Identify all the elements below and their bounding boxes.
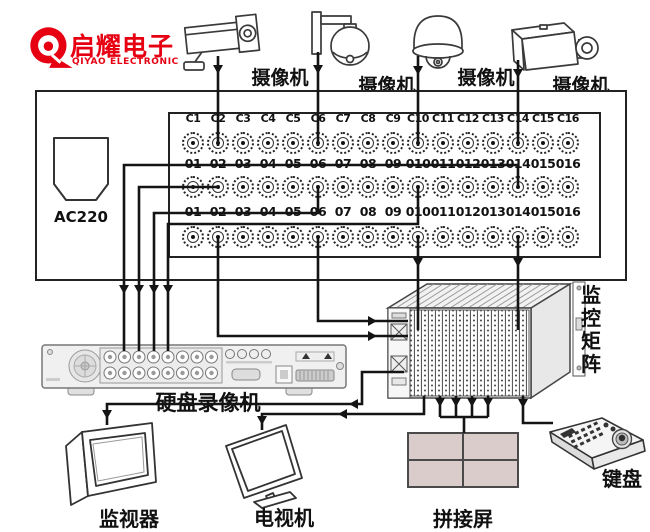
video-wall-cell xyxy=(409,434,462,459)
box-camera-icon xyxy=(511,22,599,71)
matrix-left-port-1 xyxy=(390,323,408,341)
bnc-c-row-C7 xyxy=(332,132,354,154)
bnc-out-row-1-013 xyxy=(482,176,504,198)
bnc-c-row-C14 xyxy=(507,132,529,154)
port-label-c-row-C7: C7 xyxy=(335,112,351,125)
video-wall xyxy=(407,432,519,488)
bnc-out-row-2-014 xyxy=(507,226,529,248)
bnc-c-row-C13 xyxy=(482,132,504,154)
video-wall-cell xyxy=(464,461,517,486)
port-label-out-row-2-015: 015 xyxy=(530,204,556,219)
port-label-c-row-C3: C3 xyxy=(235,112,251,125)
port-label-c-row-C13: C13 xyxy=(482,112,504,125)
bnc-out-row-2-02 xyxy=(207,226,229,248)
video-wall-label: 拼接屏 xyxy=(433,507,493,531)
bnc-out-row-1-012 xyxy=(457,176,479,198)
bnc-out-row-2-06 xyxy=(307,226,329,248)
keyboard-buttons xyxy=(568,421,604,449)
camera-label-1: 摄像机 xyxy=(251,67,309,89)
port-label-out-row-2-016: 016 xyxy=(555,204,581,219)
bnc-out-row-1-016 xyxy=(557,176,579,198)
bnc-out-row-2-015 xyxy=(532,226,554,248)
tv-label: 电视机 xyxy=(254,506,314,530)
video-wall-cell xyxy=(409,461,462,486)
bnc-c-row-C16 xyxy=(557,132,579,154)
bnc-c-row-C4 xyxy=(257,132,279,154)
bnc-c-row-C8 xyxy=(357,132,379,154)
matrix-vent xyxy=(391,312,407,319)
matrix-illustration xyxy=(385,281,586,400)
bnc-c-row-C10 xyxy=(407,132,429,154)
bnc-out-row-1-09 xyxy=(382,176,404,198)
port-label-c-row-C8: C8 xyxy=(360,112,376,125)
bnc-out-row-1-07 xyxy=(332,176,354,198)
vga-port xyxy=(231,368,261,381)
dome-camera-icon xyxy=(311,11,370,66)
bnc-c-row-C15 xyxy=(532,132,554,154)
joystick xyxy=(611,428,633,450)
port-label-c-row-C9: C9 xyxy=(385,112,401,125)
port-label-out-row-1-016: 016 xyxy=(555,156,581,171)
bnc-out-row-2-05 xyxy=(282,226,304,248)
bnc-c-row-C3 xyxy=(232,132,254,154)
bnc-out-row-2-016 xyxy=(557,226,579,248)
port-label-c-row-C1: C1 xyxy=(185,112,201,125)
bnc-out-row-2-08 xyxy=(357,226,379,248)
bnc-out-row-1-011 xyxy=(432,176,454,198)
bnc-out-row-1-08 xyxy=(357,176,379,198)
logo-subtitle: QIYAO ELECTRONIC xyxy=(72,57,179,67)
bnc-c-row-C12 xyxy=(457,132,479,154)
video-wall-cell xyxy=(464,434,517,459)
port-label-c-row-C15: C15 xyxy=(532,112,554,125)
bnc-out-row-1-02 xyxy=(207,176,229,198)
port-label-c-row-C5: C5 xyxy=(285,112,301,125)
port-label-out-row-1-015: 015 xyxy=(530,156,556,171)
bnc-out-row-2-07 xyxy=(332,226,354,248)
bnc-out-row-2-011 xyxy=(432,226,454,248)
bnc-out-row-1-014 xyxy=(507,176,529,198)
bnc-out-row-1-03 xyxy=(232,176,254,198)
dvr-label: 硬盘录像机 xyxy=(155,391,261,415)
tv-icon xyxy=(225,424,303,509)
bnc-out-row-1-01 xyxy=(182,176,204,198)
bnc-out-row-1-015 xyxy=(532,176,554,198)
bnc-c-row-C11 xyxy=(432,132,454,154)
ptz-dome-camera-icon xyxy=(412,15,464,69)
ac220-label: AC220 xyxy=(54,208,108,226)
qiyao-logo-icon xyxy=(30,27,73,68)
monitor-label: 监视器 xyxy=(99,507,159,531)
bnc-out-row-1-04 xyxy=(257,176,279,198)
port-label-c-row-C4: C4 xyxy=(260,112,276,125)
port-label-c-row-C12: C12 xyxy=(457,112,479,125)
control-keyboard-icon xyxy=(549,417,646,470)
bnc-c-row-C5 xyxy=(282,132,304,154)
bnc-out-row-2-010 xyxy=(407,226,429,248)
crt-monitor-icon xyxy=(65,422,157,506)
bnc-out-row-1-05 xyxy=(282,176,304,198)
bnc-out-row-1-010 xyxy=(407,176,429,198)
bnc-c-row-C6 xyxy=(307,132,329,154)
bnc-out-row-2-03 xyxy=(232,226,254,248)
keyboard-label: 键盘 xyxy=(602,467,642,491)
port-label-c-row-C11: C11 xyxy=(432,112,454,125)
bullet-camera-icon xyxy=(183,13,261,71)
bnc-out-row-2-013 xyxy=(482,226,504,248)
bnc-out-row-1-06 xyxy=(307,176,329,198)
logo-title: 启耀电子 xyxy=(70,32,175,61)
camera-label-3: 摄像机 xyxy=(457,67,515,89)
bnc-out-row-2-09 xyxy=(382,226,404,248)
bnc-out-row-2-04 xyxy=(257,226,279,248)
bnc-out-row-2-01 xyxy=(182,226,204,248)
bnc-c-row-C2 xyxy=(207,132,229,154)
bnc-c-row-C1 xyxy=(182,132,204,154)
ac-power-socket-icon xyxy=(53,137,109,201)
bnc-c-row-C9 xyxy=(382,132,404,154)
matrix-left-port-2 xyxy=(390,355,408,373)
port-label-c-row-C16: C16 xyxy=(557,112,579,125)
bnc-out-row-2-012 xyxy=(457,226,479,248)
matrix-label: 监控矩阵 xyxy=(581,283,601,376)
